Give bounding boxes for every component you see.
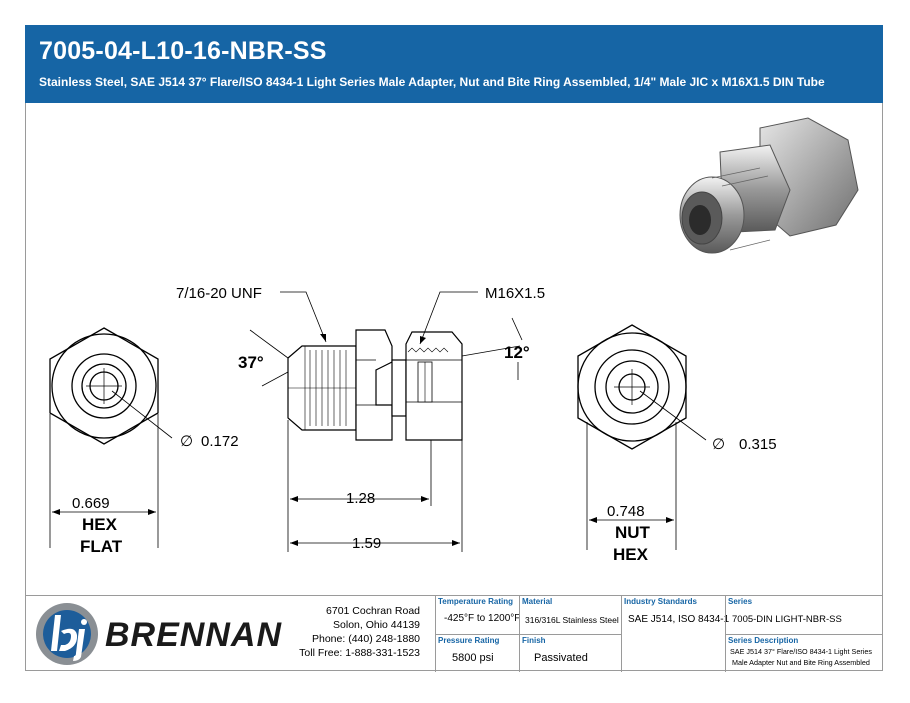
fitting-side-view <box>287 329 463 441</box>
hex-flat-label-line2: FLAT <box>80 537 123 556</box>
left-hex-end-view <box>49 327 173 548</box>
left-bore-diameter-value: 0.172 <box>201 433 239 450</box>
flare-angle-label: 37° <box>238 353 264 372</box>
toll-free-number: Toll Free: 1-888-331-1523 <box>299 647 420 659</box>
title-block: BRENNAN 6701 Cochran Road Solon, Ohio 44… <box>25 595 883 672</box>
right-hex-end-view <box>577 324 707 550</box>
company-address: 6701 Cochran Road Solon, Ohio 44139 Phon… <box>299 604 420 660</box>
side-view-dimension-lines <box>249 291 523 552</box>
title-banner: 7005-04-L10-16-NBR-SS Stainless Steel, S… <box>25 25 883 103</box>
industry-standards-label: Industry Standards <box>624 597 697 606</box>
series-description-label: Series Description <box>728 636 799 645</box>
female-thread-callout: M16X1.5 <box>485 285 545 302</box>
nut-hex-value: 0.748 <box>607 503 645 520</box>
hex-flat-value: 0.669 <box>72 495 110 512</box>
series-description-line-1: SAE J514 37° Flare/ISO 8434-1 Light Seri… <box>730 647 872 656</box>
right-bore-diameter-symbol: ∅ <box>712 436 725 453</box>
spec-row-divider <box>435 634 621 635</box>
phone-number: Phone: (440) 248-1880 <box>312 633 420 645</box>
industry-standards-value: SAE J514, ISO 8434-1 <box>628 614 730 625</box>
part-description: Stainless Steel, SAE J514 37° Flare/ISO … <box>39 75 825 89</box>
part-number-title: 7005-04-L10-16-NBR-SS <box>39 37 327 65</box>
finish-label: Finish <box>522 636 546 645</box>
left-bore-diameter-symbol: ∅ <box>180 433 193 450</box>
pressure-rating-value: 5800 psi <box>452 652 494 664</box>
temperature-rating-label: Temperature Rating <box>438 597 513 606</box>
brennan-logo-icon <box>36 603 98 665</box>
hex-flat-label-line1: HEX <box>82 515 118 534</box>
series-description-line-2: Male Adapter Nut and Bite Ring Assembled <box>732 658 870 667</box>
material-label: Material <box>522 597 553 606</box>
pressure-rating-label: Pressure Rating <box>438 636 500 645</box>
nut-hex-label-line1: NUT <box>615 523 651 542</box>
male-thread-callout: 7/16-20 UNF <box>176 285 262 302</box>
fitting-3d-render <box>679 117 859 254</box>
series-row-divider <box>725 634 883 635</box>
material-value: 316/316L Stainless Steel <box>525 615 619 625</box>
finish-value: Passivated <box>534 652 588 664</box>
length-short-dimension: 1.28 <box>346 490 375 507</box>
series-label: Series <box>728 597 753 606</box>
cone-angle-label: 12° <box>504 343 530 362</box>
industry-standards-column: Industry Standards SAE J514, ISO 8434-1 <box>621 596 729 672</box>
address-line-1: 6701 Cochran Road <box>326 605 420 617</box>
length-total-dimension: 1.59 <box>352 535 381 552</box>
right-bore-diameter-value: 0.315 <box>739 436 777 453</box>
series-value: 7005-DIN LIGHT-NBR-SS <box>732 614 842 625</box>
temperature-rating-value: -425°F to 1200°F <box>444 613 521 624</box>
brennan-logo-wordmark: BRENNAN <box>105 616 282 654</box>
address-line-2: Solon, Ohio 44139 <box>333 619 420 631</box>
nut-hex-label-line2: HEX <box>613 545 649 564</box>
